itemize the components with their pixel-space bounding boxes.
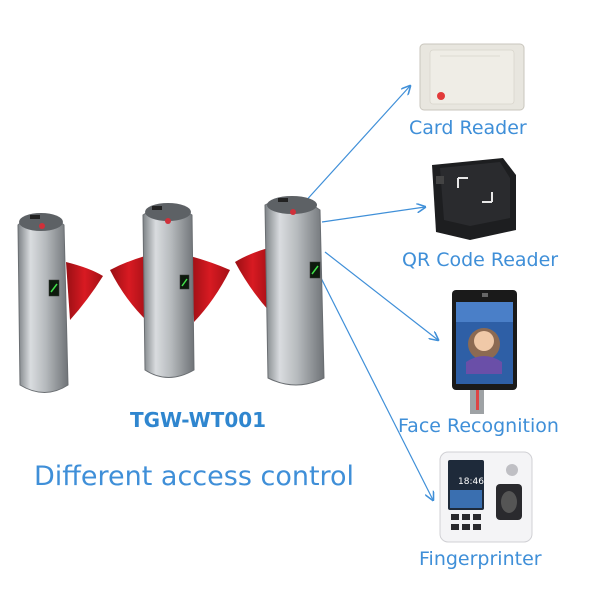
flap-right-of-middle <box>190 256 230 322</box>
connector-arrows <box>292 86 438 500</box>
flap-right-of-left <box>66 262 103 320</box>
turnstile-right <box>235 196 325 386</box>
face-recognition-device <box>452 290 517 414</box>
tagline: Different access control <box>34 461 355 492</box>
fingerprinter-device: 18:46 <box>439 451 533 543</box>
fingerprinter-label: Fingerprinter <box>419 548 542 570</box>
face-recognition-label: Face Recognition <box>398 415 559 437</box>
model-name: TGW-WT001 <box>130 408 267 432</box>
arrow-to-qr-reader <box>321 207 425 223</box>
arrow-to-card-reader <box>292 86 410 216</box>
flap-left-of-right <box>235 248 270 312</box>
arrow-to-face-recognition <box>324 251 438 340</box>
arrow-to-fingerprinter <box>317 271 433 500</box>
card-reader-device <box>419 43 525 111</box>
fingerprinter-screen-time: 18:46 <box>458 477 484 487</box>
qr-reader-label: QR Code Reader <box>402 249 559 271</box>
turnstile-left <box>17 213 69 393</box>
qr-reader-device <box>432 158 516 240</box>
flap-left-of-middle <box>110 256 148 322</box>
card-reader-label: Card Reader <box>409 117 527 139</box>
turnstile-middle <box>110 203 230 378</box>
